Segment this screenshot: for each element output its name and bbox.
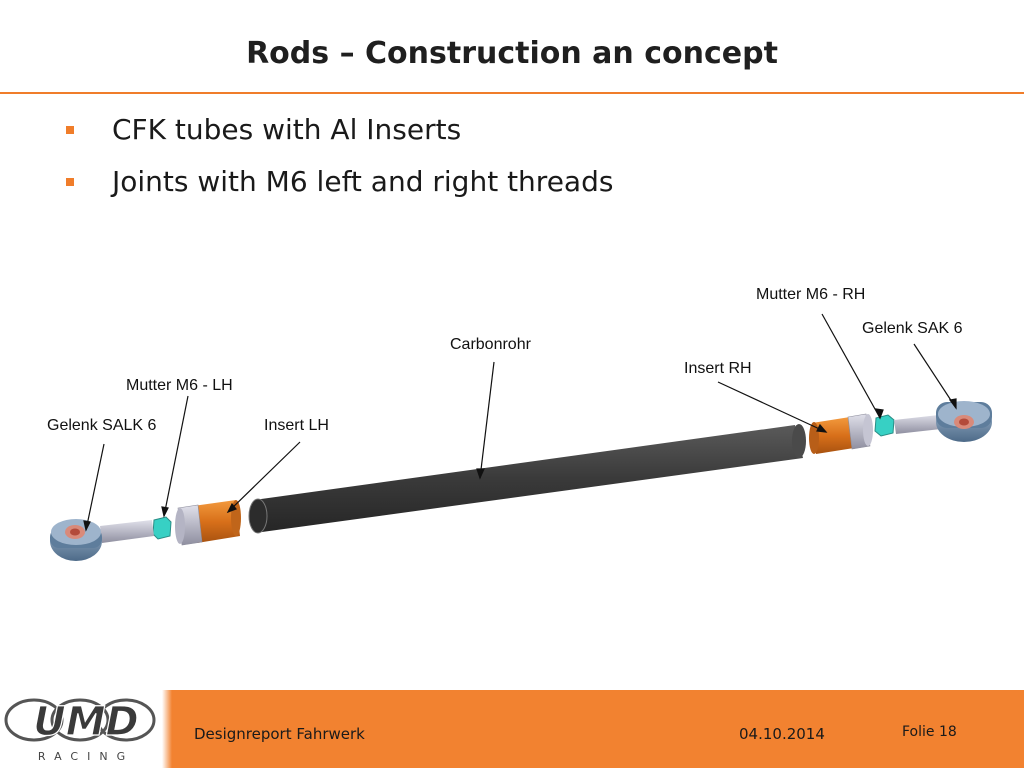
bullet-list: CFK tubes with Al Inserts Joints with M6…: [60, 110, 613, 214]
bullet-text: Joints with M6 left and right threads: [112, 165, 614, 198]
callout-mutter-lh: Mutter M6 - LH: [126, 377, 233, 394]
bullet-item: CFK tubes with Al Inserts: [60, 110, 613, 162]
logo-ring-icons: [4, 698, 156, 742]
callout-carbonrohr: Carbonrohr: [450, 336, 531, 353]
callout-gelenk-sak: Gelenk SAK 6: [862, 320, 963, 337]
callout-insert-lh: Insert LH: [264, 417, 329, 434]
title-divider: [0, 92, 1024, 94]
leader-gelenk-sak: [913, 343, 957, 409]
callout-insert-rh: Insert RH: [684, 360, 752, 377]
leader-gelenk-salk: [85, 443, 105, 531]
leader-insert-rh: [717, 381, 827, 433]
joint-lh-part: [50, 519, 154, 561]
bullet-text: CFK tubes with Al Inserts: [112, 113, 462, 146]
nut-rh-part: [874, 414, 895, 437]
footer-report-title: Designreport Fahrwerk: [194, 725, 365, 743]
joint-rh-part: [894, 401, 992, 442]
leader-insert-lh: [227, 441, 301, 513]
nut-lh-part: [152, 516, 172, 540]
umd-racing-logo: UMD RACING: [4, 698, 156, 763]
slide-title: Rods – Construction an concept: [246, 36, 778, 71]
leader-lines: [83, 313, 957, 532]
callout-mutter-rh: Mutter M6 - RH: [756, 286, 866, 303]
square-bullet-icon: [66, 178, 74, 186]
callout-gelenk-salk: Gelenk SALK 6: [47, 417, 157, 434]
leader-mutter-rh: [821, 313, 881, 419]
logo-wordmark: UMD: [33, 699, 139, 745]
carbon-tube: [248, 424, 806, 534]
logo-subtext: RACING: [38, 750, 134, 763]
leader-carbonrohr: [479, 361, 495, 479]
square-bullet-icon: [66, 126, 74, 134]
leader-mutter-lh: [163, 395, 189, 517]
footer-slide-number: Folie 18: [902, 724, 957, 740]
bullet-item: Joints with M6 left and right threads: [60, 162, 613, 214]
footer-bar: [162, 690, 1024, 768]
footer-date: 04.10.2014: [739, 725, 825, 743]
insert-rh-part: [809, 413, 873, 454]
